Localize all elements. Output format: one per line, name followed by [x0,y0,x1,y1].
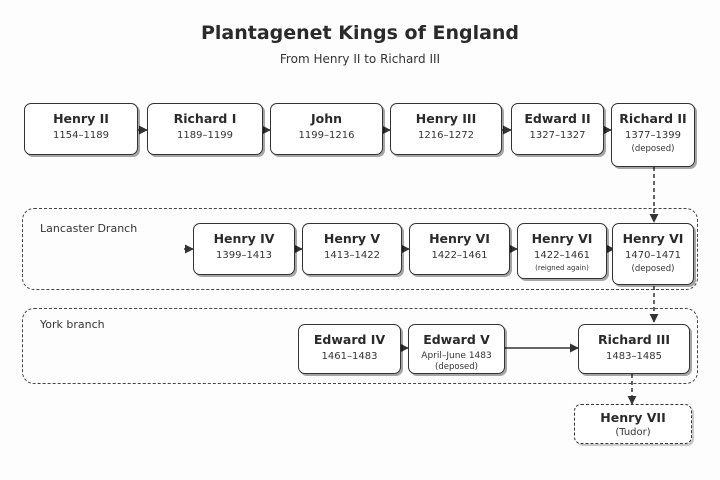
king-name: Henry II [53,111,109,126]
king-box-john: John 1199–1216 [270,103,383,155]
king-name: Henry IV [213,231,275,246]
king-box-henry-vii: Henry VII (Tudor) [574,404,692,444]
king-years: 1422–1461 [431,250,488,261]
king-box-richard-ii: Richard II 1377–1399 (deposed) [611,103,695,167]
king-years: 1422–1461 [534,250,590,261]
king-name: Richard III [597,332,671,347]
king-name: Richard II [619,111,687,126]
king-name: Henry V [323,231,381,246]
king-name: Henry VI [531,231,593,246]
king-note: (deposed) [631,264,675,274]
king-box-edward-v: Edward V April–June 1483 (deposed) [408,324,505,374]
king-name: Henry VI [429,231,490,246]
king-name: Henry VI [622,231,684,246]
king-note: (deposed) [631,144,675,154]
king-box-henry-ii: Henry II 1154–1189 [24,103,138,155]
king-box-henry-vi: Henry VI 1422–1461 [409,223,510,275]
york-branch-group [22,308,698,384]
king-box-edward-ii: Edward II 1327–1327 [511,103,604,155]
king-box-henry-iii: Henry III 1216–1272 [390,103,502,155]
king-years: 1413–1422 [324,250,380,261]
king-name: Edward V [423,332,490,347]
diagram-subtitle: From Henry II to Richard III [279,52,441,66]
king-years: 1399–1413 [216,250,272,261]
king-name: Edward II [524,111,591,126]
king-box-henry-vi-deposed: Henry VI 1470–1471 (deposed) [612,223,694,285]
king-note: (deposed) [435,362,478,372]
york-branch-label: York branch [40,318,105,331]
king-name: Henry III [415,111,477,126]
king-box-henry-v: Henry V 1413–1422 [302,223,402,275]
king-years: April–June 1483 [421,351,492,361]
king-years: 1154–1189 [53,130,109,141]
king-name: John [310,111,343,126]
king-years: 1470–1471 [625,250,681,261]
king-name: Richard I [173,111,237,126]
king-name: Henry VII [600,410,666,425]
lancaster-branch-label: Lancaster Dranch [40,222,138,235]
king-box-richard-iii: Richard III 1483–1485 [578,324,690,374]
king-box-henry-vi-reigned-again: Henry VI 1422–1461 (reigned again) [517,223,607,279]
king-years: 1327–1327 [529,130,586,141]
king-years: 1199–1216 [298,130,355,141]
king-box-edward-iv: Edward IV 1461–1483 [298,324,401,374]
king-years: 1483–1485 [606,351,662,362]
king-years: (Tudor) [615,427,651,438]
king-box-henry-iv: Henry IV 1399–1413 [193,223,295,275]
king-name: Edward IV [313,332,386,347]
lancaster-branch-group [22,208,698,290]
king-years: 1377–1399 [625,130,681,141]
king-note: (reigned again) [535,264,589,272]
king-years: 1216–1272 [418,130,474,141]
king-years: 1189–1199 [177,130,233,141]
diagram-title: Plantagenet Kings of England [200,22,520,44]
king-years: 1461–1483 [321,351,378,362]
king-box-richard-i: Richard I 1189–1199 [147,103,263,155]
